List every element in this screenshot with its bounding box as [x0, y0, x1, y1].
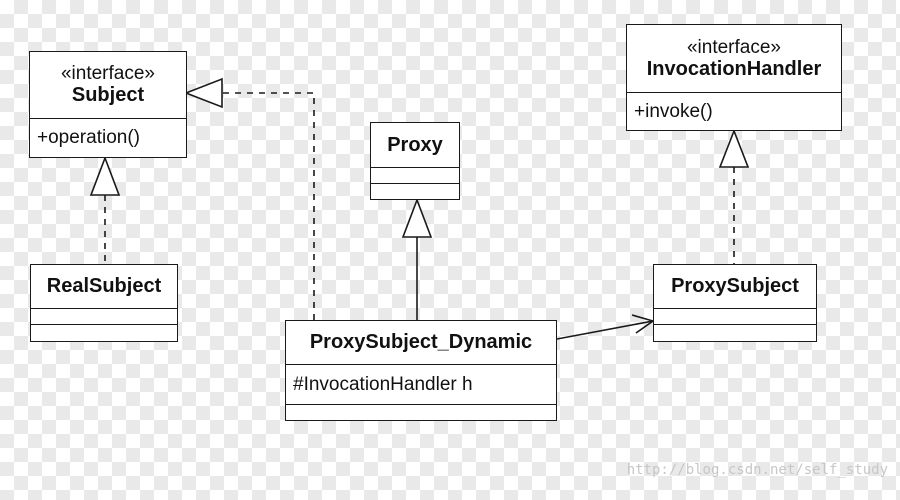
proxy-subject-attributes: [654, 309, 816, 325]
proxy-subject-dynamic-name: ProxySubject_Dynamic: [309, 331, 533, 354]
real-subject-operations: [31, 325, 177, 340]
invocation-handler-operation: +invoke(): [634, 100, 713, 122]
subject-operation: +operation(): [37, 127, 140, 148]
subject-operations: +operation(): [30, 119, 186, 157]
proxy-subject-dynamic-attribute: #InvocationHandler h: [293, 373, 473, 395]
invocation-handler-operations: +invoke(): [627, 93, 841, 130]
invocation-handler-stereotype: «interface»: [686, 36, 781, 58]
real-subject-attributes: [31, 309, 177, 325]
subject-header: «interface» Subject: [30, 52, 186, 119]
dynamic-to-subject-dashed-line: [222, 92, 315, 320]
dynamic-to-proxysubject-line: [556, 320, 654, 340]
proxy-subject-name: ProxySubject: [671, 275, 799, 298]
proxy-subject-dynamic-class: ProxySubject_Dynamic #InvocationHandler …: [285, 320, 557, 421]
real-subject-name: RealSubject: [46, 275, 162, 298]
subject-interface-class: «interface» Subject +operation(): [29, 51, 187, 158]
realsubject-to-subject-arrowhead: [89, 155, 121, 196]
dynamic-to-subject-arrowhead: [183, 77, 223, 109]
proxy-class: Proxy: [370, 122, 460, 200]
invocation-handler-header: «interface» InvocationHandler: [627, 25, 841, 93]
subject-stereotype: «interface»: [60, 63, 155, 85]
proxy-subject-dynamic-attributes: #InvocationHandler h: [286, 365, 556, 405]
invocation-handler-name: InvocationHandler: [646, 57, 822, 80]
proxy-subject-class: ProxySubject: [653, 264, 817, 342]
real-subject-class: RealSubject: [30, 264, 178, 342]
proxy-subject-dynamic-header: ProxySubject_Dynamic: [286, 321, 556, 365]
watermark-text: http://blog.csdn.net/self_study: [626, 462, 888, 478]
subject-name: Subject: [71, 84, 145, 107]
proxy-subject-operations: [654, 325, 816, 340]
proxy-subject-header: ProxySubject: [654, 265, 816, 309]
invocation-handler-interface-class: «interface» InvocationHandler +invoke(): [626, 24, 842, 131]
proxysubject-to-handler-arrowhead: [718, 128, 750, 168]
proxy-operations: [371, 184, 459, 198]
dynamic-to-proxy-arrowhead: [401, 197, 433, 238]
proxy-attributes: [371, 168, 459, 184]
proxy-subject-dynamic-operations: [286, 405, 556, 419]
proxy-name: Proxy: [387, 133, 443, 156]
real-subject-header: RealSubject: [31, 265, 177, 309]
proxy-header: Proxy: [371, 123, 459, 168]
